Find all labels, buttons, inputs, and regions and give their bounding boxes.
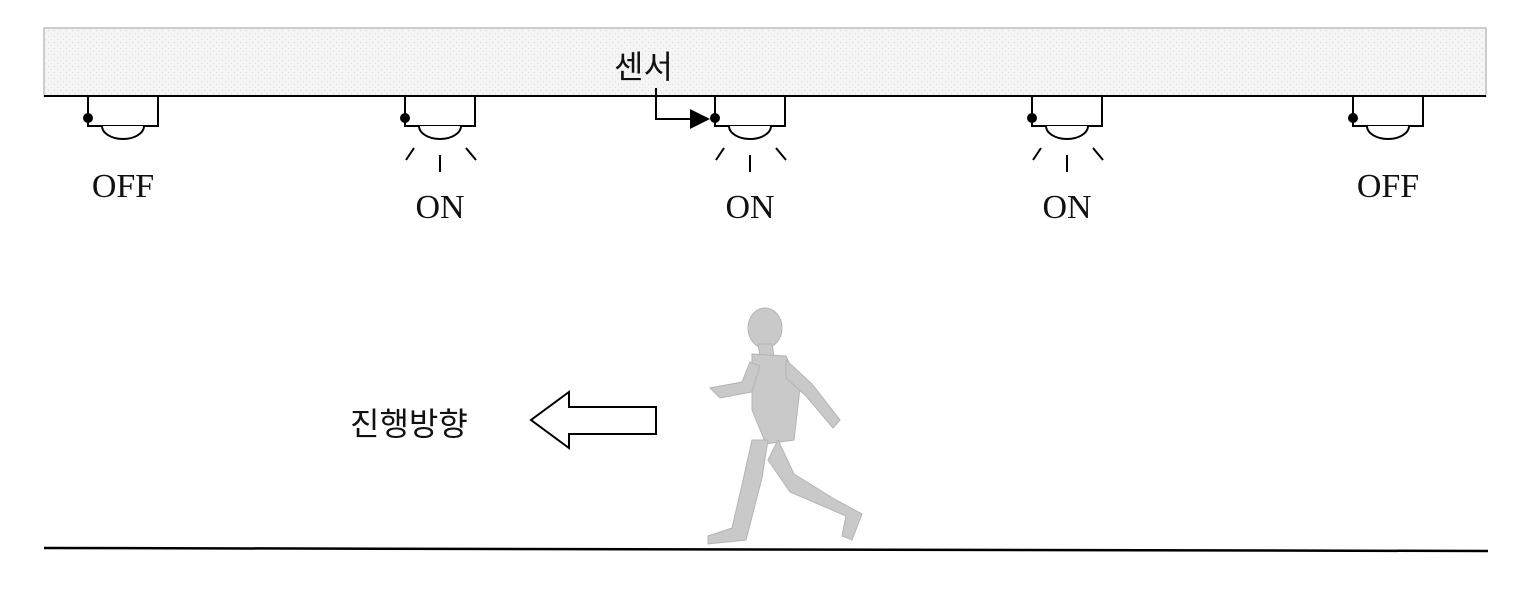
light-fixture: ON	[710, 97, 787, 226]
light-fixture: ON	[400, 97, 477, 226]
light-state-label: OFF	[1357, 168, 1419, 205]
light-rays-icon	[405, 147, 477, 172]
direction-label: 진행방향	[350, 405, 468, 443]
light-state-label: OFF	[92, 168, 154, 205]
light-fixture: OFF	[1348, 97, 1424, 205]
sensor-pointer-arrow	[655, 88, 710, 129]
light-state-label: ON	[415, 189, 464, 226]
light-state-label: ON	[725, 189, 774, 226]
floor-line	[43, 546, 1489, 553]
walking-person-icon	[707, 307, 863, 545]
ceiling	[43, 27, 1487, 97]
light-rays-icon	[715, 147, 787, 172]
sensor-callout: 센서	[614, 48, 710, 129]
sensor-dot-icon	[1027, 113, 1037, 123]
light-rays-icon	[1032, 147, 1104, 172]
left-arrow-icon	[529, 390, 657, 450]
light-fixture: OFF	[83, 97, 159, 205]
sensor-label: 센서	[614, 48, 673, 86]
sensor-dot-icon	[710, 113, 720, 123]
sensor-dot-icon	[400, 113, 410, 123]
sensor-dot-icon	[1348, 113, 1358, 123]
light-fixture: ON	[1027, 97, 1104, 226]
ceiling-lights: OFF ON ON ON OFF	[83, 97, 1424, 226]
direction-indicator: 진행방향	[350, 390, 657, 450]
light-state-label: ON	[1042, 189, 1091, 226]
sensor-dot-icon	[83, 113, 93, 123]
